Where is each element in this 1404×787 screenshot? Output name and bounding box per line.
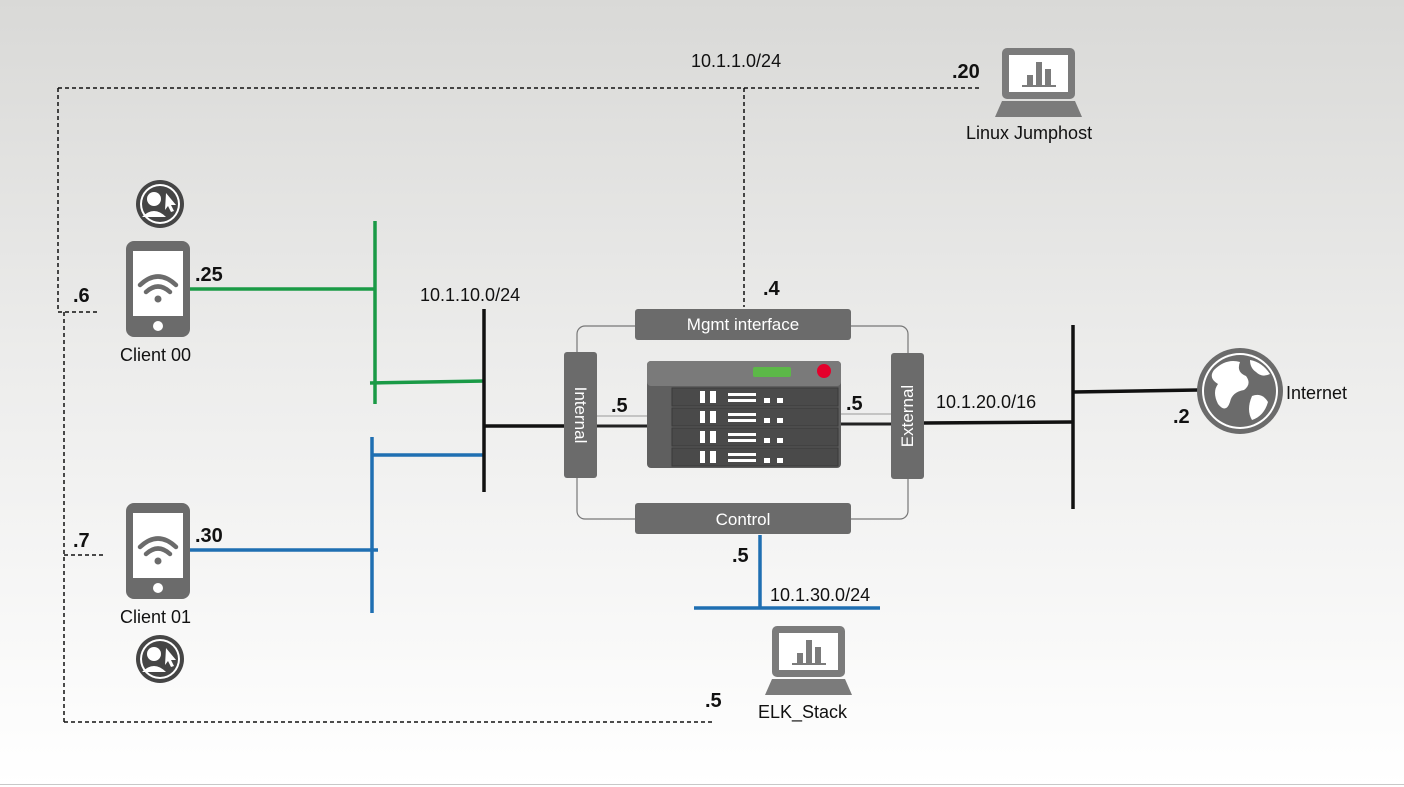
jumphost-label: Linux Jumphost	[966, 123, 1092, 143]
blue-segment	[190, 437, 485, 613]
client00-mgmt-ip: .6	[73, 285, 90, 307]
external-network-bus	[923, 325, 1199, 509]
client00-mobile-wifi-icon[interactable]	[126, 241, 190, 337]
control-network	[694, 535, 880, 610]
mgmt-network-lines	[57, 87, 982, 723]
elk-mgmt-ip: .5	[705, 690, 722, 712]
mgmt-interface-label: Mgmt interface	[687, 315, 799, 334]
mgmt-network-label: 10.1.1.0/24	[691, 51, 781, 71]
internal-interface-box[interactable]	[564, 352, 597, 478]
client00-label: Client 00	[120, 345, 191, 365]
client00-ip: .25	[195, 264, 223, 286]
control-box[interactable]	[635, 503, 851, 534]
jumphost-ip: .20	[952, 61, 980, 83]
client01-ip: .30	[195, 525, 223, 547]
external-network-label: 10.1.20.0/16	[936, 392, 1036, 412]
globe-icon[interactable]	[1197, 348, 1283, 434]
linux-jumphost-laptop-icon[interactable]	[995, 48, 1082, 117]
green-segment	[190, 221, 486, 404]
elk-control-ip: .5	[732, 545, 749, 567]
appliance-internal-ip: .5	[611, 395, 628, 417]
control-network-label: 10.1.30.0/24	[770, 585, 870, 605]
internet-ip: .2	[1173, 406, 1190, 428]
internet-label: Internet	[1286, 383, 1347, 403]
appliance-internal-wires	[597, 422, 892, 428]
client01-label: Client 01	[120, 607, 191, 627]
rack-appliance-icon	[647, 361, 841, 468]
appliance-mgmt-ip: .4	[763, 278, 781, 300]
elk-label: ELK_Stack	[758, 702, 848, 723]
bottom-border	[0, 784, 1404, 785]
internal-label: Internal	[571, 387, 590, 444]
client00-user-pointer-icon	[136, 180, 184, 228]
client01-mgmt-ip: .7	[73, 530, 90, 552]
client01-mobile-wifi-icon[interactable]	[126, 503, 190, 599]
external-label: External	[898, 385, 917, 447]
client01-user-pointer-icon	[136, 635, 184, 683]
internal-network-bus	[482, 309, 566, 492]
mgmt-interface-box[interactable]	[635, 309, 851, 340]
control-label: Control	[716, 510, 771, 529]
elk-stack-laptop-icon[interactable]	[765, 626, 852, 695]
appliance-external-ip: .5	[846, 393, 863, 415]
external-interface-box[interactable]	[891, 353, 924, 479]
internal-network-label: 10.1.10.0/24	[420, 285, 520, 305]
